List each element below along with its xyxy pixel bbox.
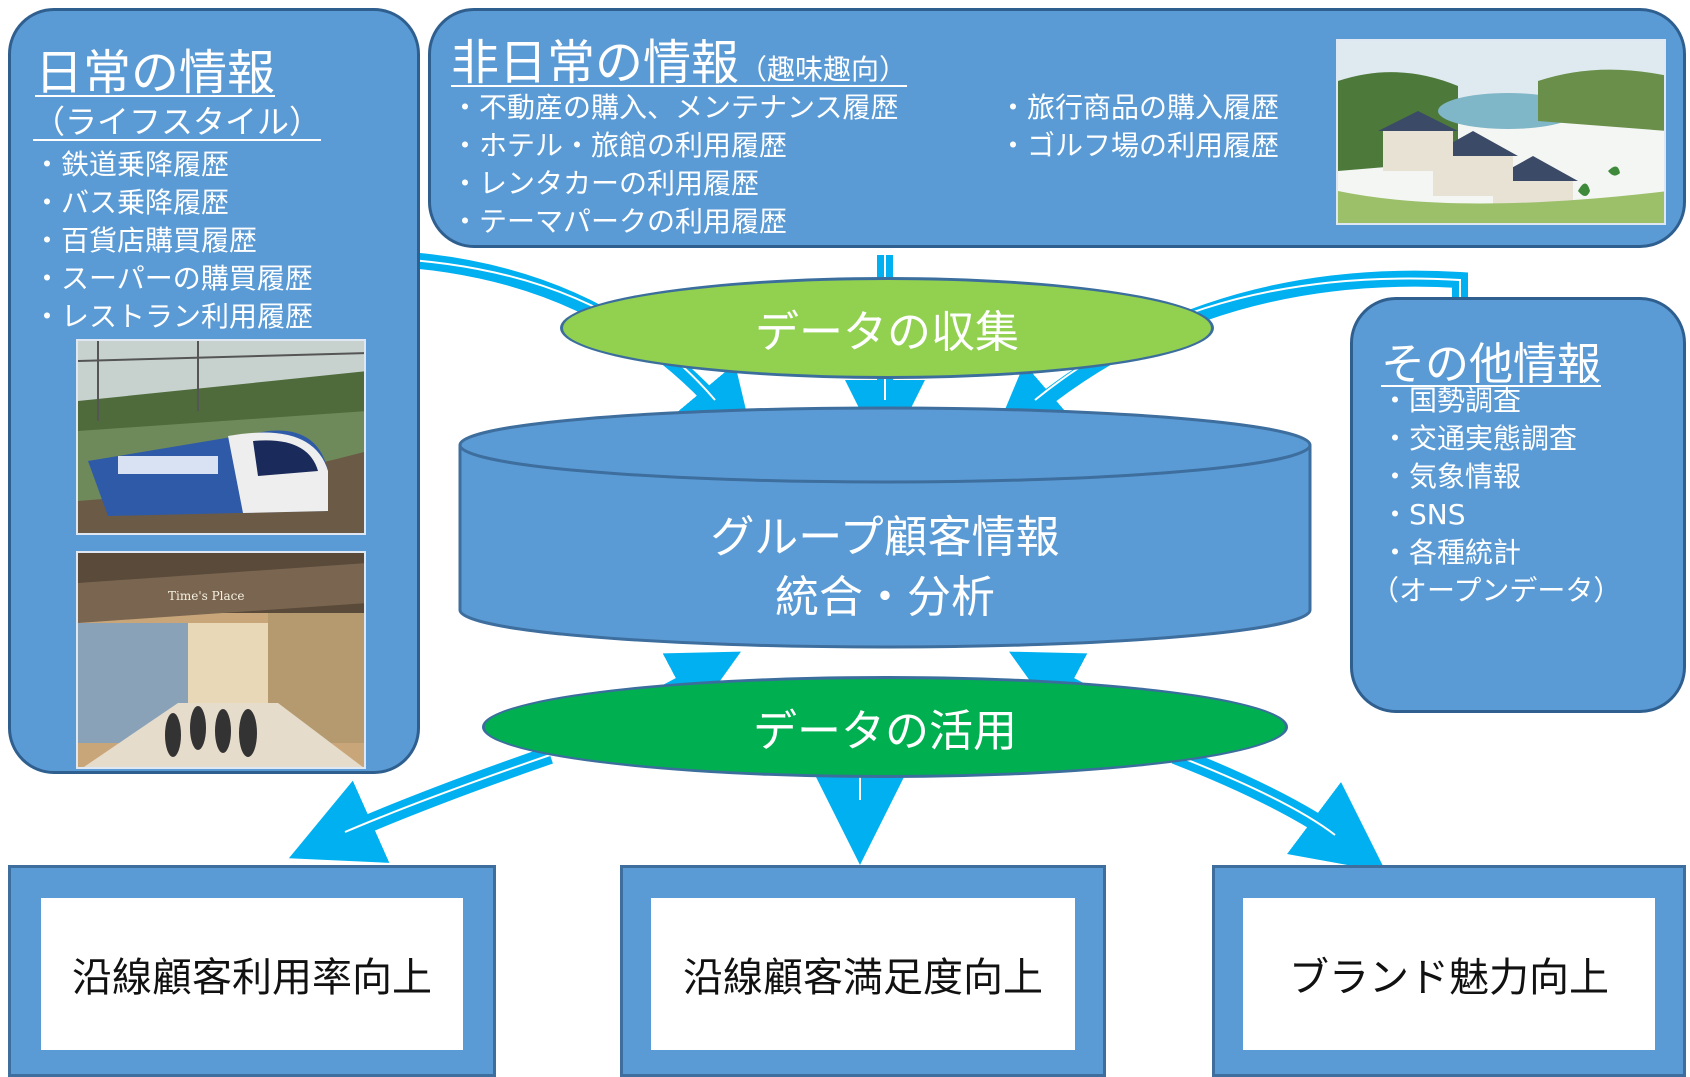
outcome-box: 沿線顧客満足度向上 bbox=[620, 865, 1106, 1077]
other-item: （オープンデータ） bbox=[1371, 574, 1622, 607]
other-item: ・交通実態調査 bbox=[1381, 422, 1578, 455]
housing-development-photo bbox=[1336, 39, 1666, 225]
nondaily-item: ・テーマパークの利用履歴 bbox=[451, 205, 788, 238]
nondaily-item: ・不動産の購入、メンテナンス履歴 bbox=[451, 91, 899, 124]
nondaily-item: ・ホテル・旅館の利用履歴 bbox=[451, 129, 788, 162]
nondaily-item: ・レンタカーの利用履歴 bbox=[451, 167, 760, 200]
database-label: グループ顧客情報 統合・分析 bbox=[560, 508, 1210, 628]
other-item: ・SNS bbox=[1381, 498, 1466, 531]
nondaily-info-panel: 非日常の情報（趣味趣向） ・不動産の購入、メンテナンス履歴 ・ホテル・旅館の利用… bbox=[428, 8, 1686, 248]
outcome-box: 沿線顧客利用率向上 bbox=[8, 865, 496, 1077]
mall-sign-text: Time's Place bbox=[168, 589, 245, 603]
outcome-label: 沿線顧客満足度向上 bbox=[683, 955, 1043, 1001]
daily-info-panel: 日常の情報 （ライフスタイル） ・鉄道乗降履歴 ・バス乗降履歴 ・百貨店購買履歴… bbox=[8, 8, 420, 774]
database-line1: グループ顧客情報 bbox=[710, 512, 1060, 563]
nondaily-title-main: 非日常の情報 bbox=[451, 35, 740, 91]
outcome-label-box: ブランド魅力向上 bbox=[1241, 896, 1657, 1052]
outcome-label-box: 沿線顧客満足度向上 bbox=[649, 896, 1077, 1052]
other-item: ・各種統計 bbox=[1381, 536, 1522, 569]
daily-item: ・百貨店購買履歴 bbox=[33, 224, 258, 257]
daily-info-subtitle: （ライフスタイル） bbox=[33, 103, 322, 141]
daily-item: ・鉄道乗降履歴 bbox=[33, 148, 230, 181]
outcome-label: ブランド魅力向上 bbox=[1289, 955, 1609, 1001]
outcome-label: 沿線顧客利用率向上 bbox=[72, 955, 432, 1001]
daily-item: ・バス乗降履歴 bbox=[33, 186, 230, 219]
other-item: ・国勢調査 bbox=[1381, 384, 1522, 417]
database-line2: 統合・分析 bbox=[775, 572, 995, 623]
other-item: ・気象情報 bbox=[1381, 460, 1522, 493]
nondaily-title-sub: （趣味趣向） bbox=[739, 53, 908, 86]
daily-info-title: 日常の情報 bbox=[35, 45, 276, 101]
use-label: データの活用 bbox=[753, 706, 1017, 757]
nondaily-item: ・旅行商品の購入履歴 bbox=[999, 91, 1280, 124]
nondaily-item: ・ゴルフ場の利用履歴 bbox=[999, 129, 1280, 162]
daily-item: ・レストラン利用履歴 bbox=[33, 300, 314, 333]
outcome-box: ブランド魅力向上 bbox=[1212, 865, 1686, 1077]
train-photo bbox=[76, 339, 366, 535]
use-ellipse: データの活用 bbox=[482, 676, 1288, 778]
nondaily-info-title: 非日常の情報（趣味趣向） bbox=[451, 23, 907, 93]
daily-item: ・スーパーの購買履歴 bbox=[33, 262, 313, 295]
other-info-title: その他情報 bbox=[1381, 339, 1601, 390]
shopping-mall-photo: Time's Place bbox=[76, 551, 366, 769]
outcome-label-box: 沿線顧客利用率向上 bbox=[39, 896, 465, 1052]
other-info-panel: その他情報 ・国勢調査 ・交通実態調査 ・気象情報 ・SNS ・各種統計 （オー… bbox=[1350, 297, 1686, 713]
collect-ellipse: データの収集 bbox=[560, 277, 1214, 379]
collect-label: データの収集 bbox=[755, 307, 1019, 358]
